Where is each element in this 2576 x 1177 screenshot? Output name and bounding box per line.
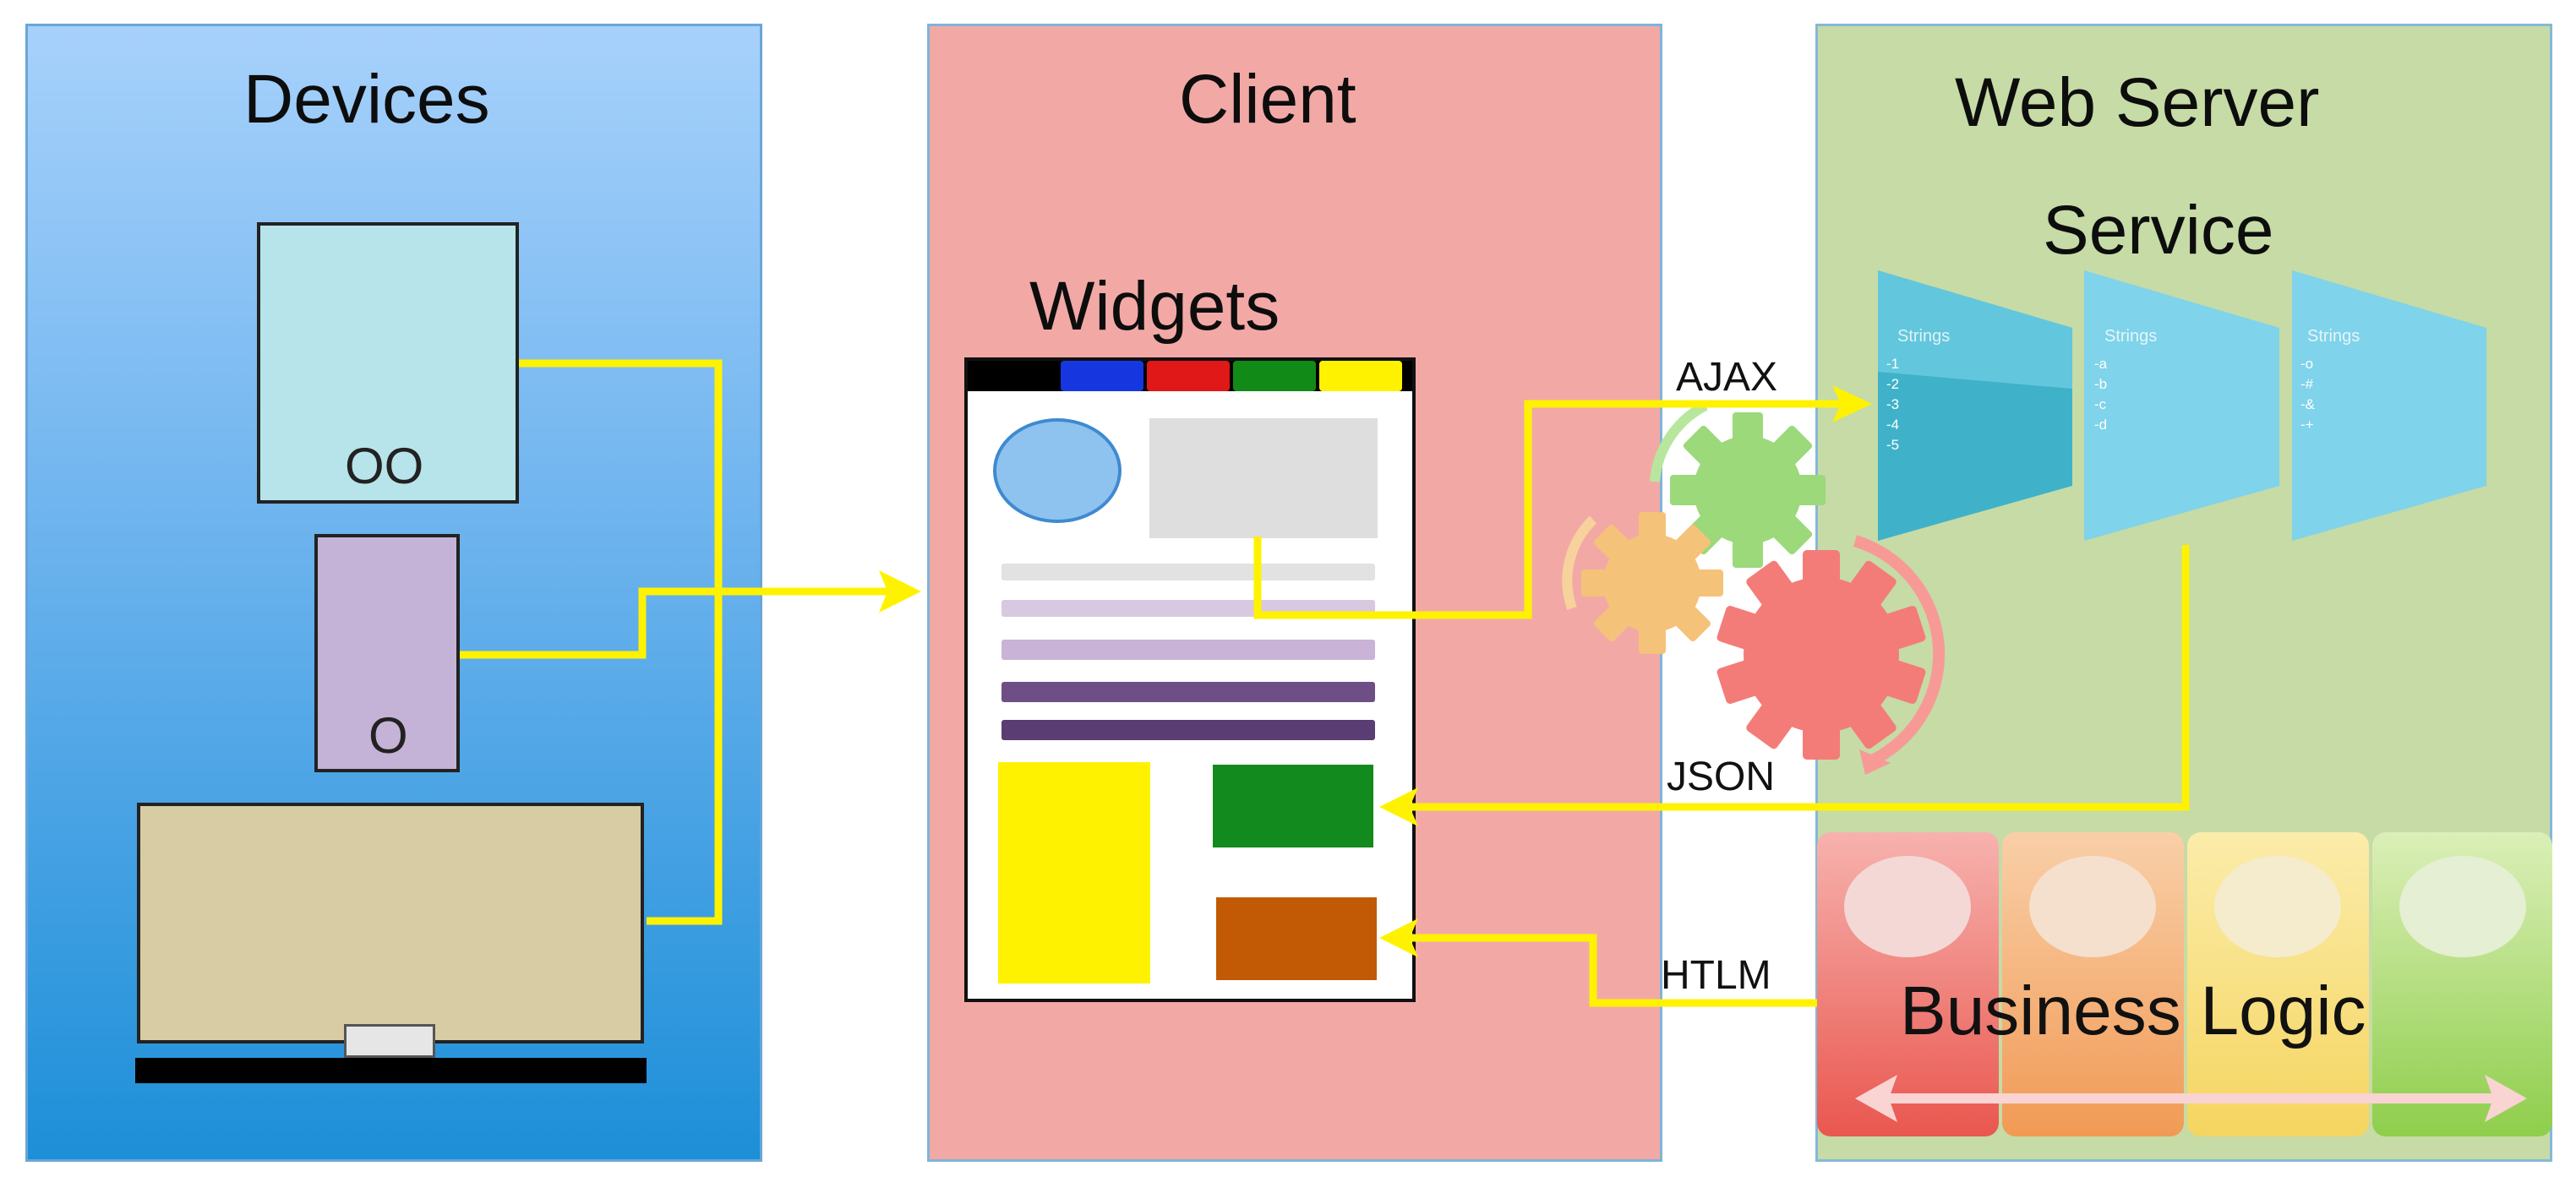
widget-window — [964, 357, 1416, 1002]
filter-3-header: Strings — [2307, 327, 2360, 346]
widgets-label: Widgets — [1029, 268, 1280, 345]
filter-2-header: Strings — [2104, 327, 2157, 346]
yellow-widget — [998, 762, 1150, 984]
text-line-5 — [1001, 720, 1375, 740]
ajax-arrow-icon — [1832, 385, 1872, 422]
html-label: HTLM — [1661, 953, 1771, 998]
green-widget — [1213, 765, 1373, 847]
service-label: Service — [2043, 192, 2274, 269]
text-line-4 — [1001, 682, 1375, 702]
ajax-connector — [1253, 400, 1859, 619]
bl-circle-4 — [2399, 856, 2526, 957]
filter-2-line-1: -a — [2094, 356, 2108, 372]
filter-3-line-3: -& — [2300, 396, 2316, 412]
devices-title: Devices — [243, 61, 490, 138]
json-connector — [1407, 545, 2190, 811]
text-line-1 — [1001, 564, 1375, 580]
phone-connector — [460, 587, 909, 659]
ajax-label: AJAX — [1676, 355, 1777, 400]
tablet-device: OO — [257, 222, 519, 504]
bl-circle-2 — [2029, 856, 2156, 957]
gear-orange-icon — [1562, 512, 1723, 654]
filter-1-line-2: -2 — [1886, 376, 1899, 392]
tablet-connector — [519, 359, 723, 925]
brown-widget — [1216, 897, 1377, 980]
tab-green — [1233, 361, 1316, 391]
image-placeholder — [1149, 418, 1378, 538]
web-server-title: Web Server — [1955, 64, 2320, 141]
laptop-base — [135, 1058, 647, 1083]
business-logic-label: Business Logic — [1900, 973, 2366, 1049]
filter-1-header: Strings — [1897, 327, 1950, 346]
json-label: JSON — [1667, 755, 1775, 799]
filter-2-line-2: -b — [2094, 376, 2107, 392]
filter-1-line-4: -4 — [1886, 417, 1899, 433]
business-logic-block: Business Logic — [1817, 832, 2552, 1136]
bl-left-arrow-icon — [1855, 1075, 1897, 1122]
phone-button: O — [368, 707, 408, 764]
text-line-3 — [1001, 640, 1375, 660]
filter-2-line-3: -c — [2094, 396, 2107, 412]
filter-1-line-3: -3 — [1886, 396, 1899, 412]
filter-1-line-5: -5 — [1886, 437, 1899, 453]
bl-right-arrow-icon — [2485, 1075, 2527, 1122]
tab-blue — [1061, 361, 1143, 391]
device-arrow-icon — [879, 570, 921, 613]
bl-circle-3 — [2214, 856, 2341, 957]
filter-1-line-1: -1 — [1886, 356, 1899, 372]
bl-circle-1 — [1844, 856, 1971, 957]
json-arrow-icon — [1379, 787, 1418, 826]
service-filter-1 — [1878, 270, 2072, 541]
tablet-buttons: OO — [345, 438, 424, 494]
laptop-device — [137, 803, 644, 1043]
tab-red — [1147, 361, 1230, 391]
gear-red-icon — [1716, 535, 1946, 775]
widget-tab-bar — [968, 361, 1412, 391]
filter-2-line-4: -d — [2094, 417, 2107, 433]
service-filter-3 — [2292, 270, 2486, 541]
avatar-circle — [993, 418, 1122, 523]
html-connector — [1407, 934, 1817, 1007]
service-filter-2 — [2084, 270, 2279, 541]
laptop-port — [344, 1024, 435, 1058]
tab-yellow — [1319, 361, 1402, 391]
html-arrow-icon — [1379, 918, 1418, 957]
filter-3-line-1: -o — [2300, 356, 2313, 372]
phone-device: O — [314, 534, 460, 772]
filter-3-line-2: -# — [2300, 376, 2314, 392]
client-title: Client — [1179, 61, 1356, 138]
filter-3-line-4: -+ — [2300, 417, 2314, 433]
